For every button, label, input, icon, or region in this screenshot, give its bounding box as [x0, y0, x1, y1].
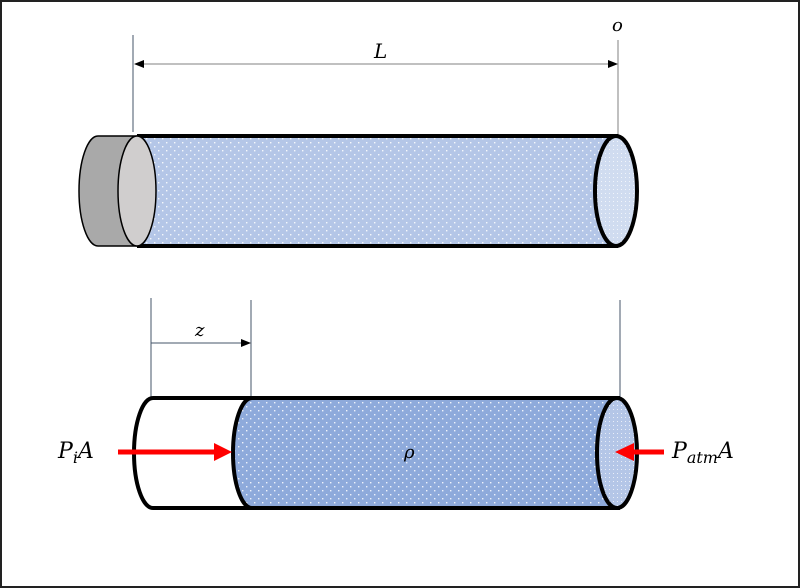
top-outlet-texture	[597, 138, 635, 244]
bottom-fluid-texture	[233, 398, 620, 508]
piston-face	[117, 135, 157, 247]
right-force-suffix: A	[716, 439, 734, 464]
left-force-arrow-head	[214, 443, 232, 461]
origin-label: o	[612, 15, 623, 36]
right-force-label: PatmA	[671, 439, 734, 467]
density-label: ρ	[403, 442, 415, 463]
top-diagram: L o	[78, 15, 639, 248]
left-force-symbol: P	[57, 439, 74, 464]
displacement-label: z	[194, 320, 205, 341]
bottom-diagram: z ρ PiA PatmA	[57, 298, 734, 510]
right-force-subscript: atm	[687, 448, 718, 467]
top-fluid-texture	[137, 136, 618, 246]
right-force-arrow-head	[615, 443, 634, 461]
bottom-outlet-texture	[599, 400, 635, 506]
fluid-interface	[231, 396, 253, 510]
left-force-label: PiA	[57, 439, 94, 467]
right-force-symbol: P	[671, 439, 688, 464]
left-force-suffix: A	[76, 439, 94, 464]
length-label: L	[373, 39, 387, 63]
left-force-subscript: i	[73, 448, 78, 467]
